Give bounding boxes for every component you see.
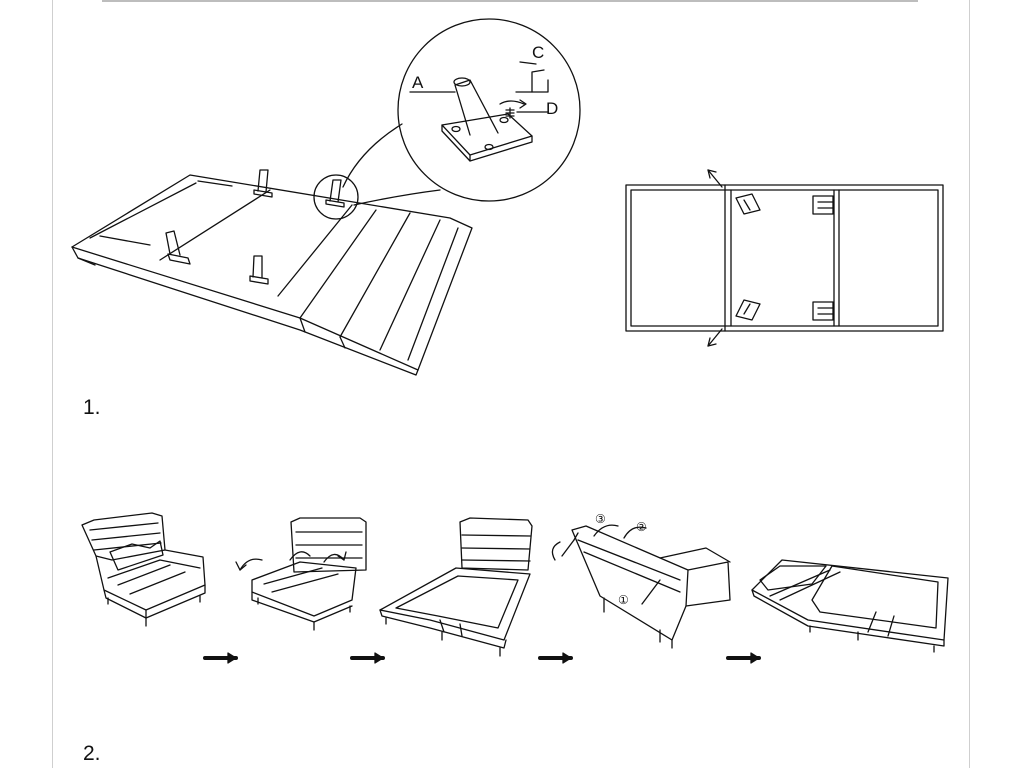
- frame-hinge-diagram: [625, 169, 944, 347]
- next-arrow-head: [227, 652, 237, 664]
- top-rule: [102, 0, 918, 2]
- marker-two: ②: [636, 520, 647, 534]
- step-2-label: 2.: [83, 742, 101, 765]
- frame-bare-illustration: [379, 517, 533, 657]
- leg: [249, 255, 269, 285]
- callout-d: D: [546, 99, 558, 118]
- next-arrow-head: [750, 652, 760, 664]
- leg: [325, 179, 345, 208]
- callout-a: A: [412, 73, 424, 92]
- sofa-folding-illustration: [235, 517, 367, 631]
- next-arrow-head: [562, 652, 572, 664]
- leg-detail-magnified: [342, 18, 581, 206]
- leg: [253, 169, 273, 198]
- flat-bed-illustration: [751, 559, 949, 653]
- sofa-upright-illustration: [81, 512, 206, 627]
- marker-three: ③: [595, 512, 606, 526]
- mattress-with-legs-diagram: [71, 169, 473, 376]
- leg: [165, 230, 191, 265]
- callout-c: C: [532, 43, 544, 62]
- sofa-unfold-illustration: [551, 524, 731, 649]
- next-arrow-head: [374, 652, 384, 664]
- marker-one: ①: [618, 593, 629, 607]
- step-1-label: 1.: [83, 396, 101, 419]
- instruction-page: [52, 0, 970, 768]
